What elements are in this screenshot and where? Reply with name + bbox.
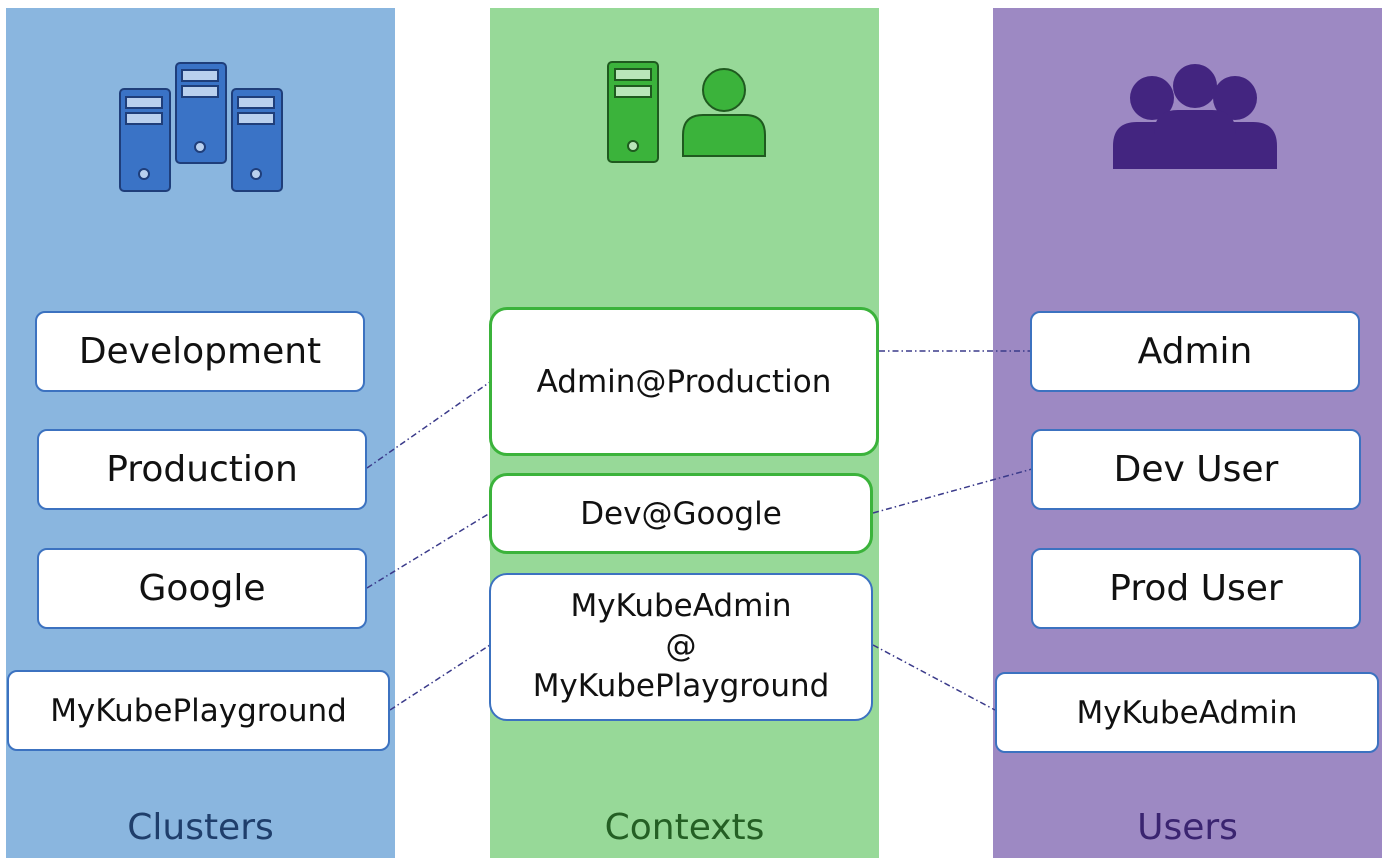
context-admin-production[interactable]: Admin@Production — [489, 307, 879, 456]
cluster-development[interactable]: Development — [35, 311, 365, 392]
server-cluster-icon — [119, 62, 283, 192]
clusters-title: Clusters — [127, 807, 274, 848]
connector-playground-context — [389, 644, 491, 711]
user-dev-user[interactable]: Dev User — [1031, 429, 1361, 510]
user-mykubeadmin[interactable]: MyKubeAdmin — [995, 672, 1379, 753]
connector-context-mykubeadmin — [872, 644, 996, 711]
context-dev-google[interactable]: Dev@Google — [489, 473, 873, 554]
context-line-user: MyKubeAdmin — [570, 588, 792, 625]
cluster-google[interactable]: Google — [37, 548, 367, 629]
context-line-cluster: MyKubePlayground — [532, 667, 830, 704]
user-group-icon — [1113, 64, 1277, 169]
context-mykubeadmin-playground[interactable]: MyKubeAdmin @ MyKubePlayground — [489, 573, 873, 721]
contexts-title: Contexts — [604, 807, 765, 848]
user-admin[interactable]: Admin — [1030, 311, 1360, 392]
user-prod-user[interactable]: Prod User — [1031, 548, 1361, 629]
cluster-mykubeplayground[interactable]: MyKubePlayground — [7, 670, 390, 751]
cluster-production[interactable]: Production — [37, 429, 367, 510]
context-line-at: @ — [665, 628, 697, 665]
users-title: Users — [1137, 807, 1238, 848]
server-user-icon — [607, 61, 766, 163]
